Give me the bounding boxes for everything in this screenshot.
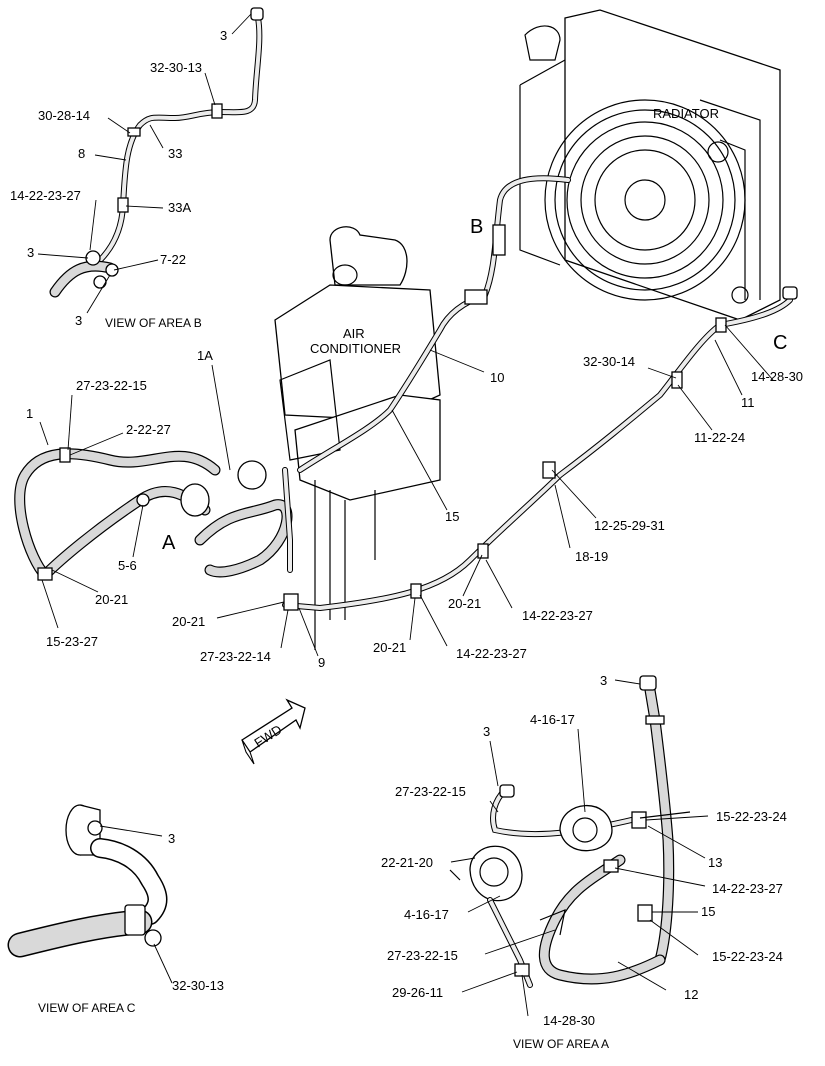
callout-5-6: 5-6 — [118, 558, 137, 573]
callout-15-22-23-24-top: 15-22-23-24 — [716, 809, 787, 824]
clamp-icon — [715, 317, 727, 333]
radiator-label: RADIATOR — [653, 106, 719, 121]
clamp-icon — [637, 904, 653, 922]
callout-15-23-27: 15-23-27 — [46, 634, 98, 649]
callout-3-b-bot: 3 — [75, 313, 82, 328]
view-area-c-illustration — [7, 804, 168, 958]
clamp-icon — [37, 567, 53, 581]
callout-20-21-left: 20-21 — [95, 592, 128, 607]
clamp-icon — [283, 593, 299, 611]
clamp-icon — [136, 493, 150, 507]
callout-15-22-23-24-bot: 15-22-23-24 — [712, 949, 783, 964]
callout-7-22: 7-22 — [160, 252, 186, 267]
clamp-icon — [645, 715, 665, 725]
area-letter-c: C — [773, 332, 787, 354]
callout-32-30-13-c: 32-30-13 — [172, 978, 224, 993]
fitting-icon — [782, 286, 798, 300]
clamp-icon — [631, 811, 647, 829]
callout-11-22-24: 11-22-24 — [694, 430, 745, 445]
callout-3-b-top: 3 — [220, 28, 227, 43]
clamp-icon — [542, 461, 556, 479]
callout-14-22-23-27-low: 14-22-23-27 — [456, 646, 527, 661]
clamp-icon — [117, 197, 129, 213]
clamp-icon — [410, 583, 422, 599]
fitting-icon — [93, 275, 107, 289]
air-conditioner-label-line2: CONDITIONER — [310, 341, 401, 356]
fitting-icon — [144, 929, 162, 947]
fitting-icon — [87, 820, 103, 836]
callout-14-22-23-27-b: 14-22-23-27 — [10, 188, 81, 203]
view-area-c-caption: VIEW OF AREA C — [38, 1001, 136, 1015]
fitting-icon — [639, 675, 657, 691]
forward-direction-arrow — [241, 698, 306, 765]
clamp-icon — [59, 447, 71, 463]
fitting-icon — [85, 250, 101, 266]
callout-20-21-bottom: 20-21 — [172, 614, 205, 629]
callout-20-21-mid: 20-21 — [448, 596, 481, 611]
callout-15-a: 15 — [701, 904, 715, 919]
view-area-a-caption: VIEW OF AREA A — [513, 1037, 609, 1051]
callout-3-a: 3 — [483, 724, 490, 739]
callout-3-a-top: 3 — [600, 673, 607, 688]
callout-27-23-22-15-main: 27-23-22-15 — [76, 378, 147, 393]
hose-fitting-icon — [464, 289, 488, 305]
view-area-a-illustration — [449, 675, 691, 988]
callout-33: 33 — [168, 146, 182, 161]
callout-27-23-22-15-a-bot: 27-23-22-15 — [387, 948, 458, 963]
callout-27-23-22-14: 27-23-22-14 — [200, 649, 271, 664]
callout-14-22-23-27-mid: 14-22-23-27 — [522, 608, 593, 623]
air-conditioner-label-line1: AIR — [343, 326, 365, 341]
callout-14-28-30-main: 14-28-30 — [751, 369, 803, 384]
hose-assemblies — [14, 175, 798, 612]
area-letter-b: B — [470, 216, 483, 238]
leader-lines — [37, 13, 774, 1017]
fitting-icon — [250, 7, 264, 21]
callout-1: 1 — [26, 406, 33, 421]
clamp-icon — [671, 371, 683, 389]
callout-14-22-23-27-a: 14-22-23-27 — [712, 881, 783, 896]
callout-2-22-27: 2-22-27 — [126, 422, 171, 437]
view-area-b-caption: VIEW OF AREA B — [105, 316, 202, 330]
callout-32-30-13-b: 32-30-13 — [150, 60, 202, 75]
clamp-icon — [124, 904, 146, 936]
view-area-b-illustration — [49, 7, 264, 298]
callout-20-21-low: 20-21 — [373, 640, 406, 655]
area-letter-a: A — [162, 532, 176, 554]
callout-12-25-29-31: 12-25-29-31 — [594, 518, 665, 533]
callout-9: 9 — [318, 655, 325, 670]
callout-3-c: 3 — [168, 831, 175, 846]
callout-8: 8 — [78, 146, 85, 161]
callout-1a: 1A — [197, 348, 213, 363]
clamp-icon — [603, 859, 619, 873]
callout-15-main: 15 — [445, 509, 459, 524]
air-conditioner-illustration — [274, 226, 441, 650]
callout-11: 11 — [741, 395, 755, 410]
fitting-icon — [499, 784, 515, 798]
callout-14-28-30-a: 14-28-30 — [543, 1013, 595, 1028]
callout-22-21-20: 22-21-20 — [381, 855, 433, 870]
callout-10: 10 — [490, 370, 504, 385]
clamp-icon — [211, 103, 223, 119]
callout-33a: 33A — [168, 200, 191, 215]
callout-12: 12 — [684, 987, 698, 1002]
callout-27-23-22-15-a-top: 27-23-22-15 — [395, 784, 466, 799]
callout-4-16-17-bot: 4-16-17 — [404, 907, 449, 922]
callout-18-19: 18-19 — [575, 549, 608, 564]
hose-fitting-icon — [492, 224, 506, 256]
callout-13: 13 — [708, 855, 722, 870]
callout-4-16-17-top: 4-16-17 — [530, 712, 575, 727]
callout-30-28-14: 30-28-14 — [38, 108, 90, 123]
radiator-illustration — [519, 9, 781, 321]
clamp-icon — [127, 127, 141, 137]
callout-32-30-14: 32-30-14 — [583, 354, 635, 369]
clamp-icon — [514, 963, 530, 977]
fitting-icon — [105, 263, 119, 277]
callout-3-b-mid: 3 — [27, 245, 34, 260]
callout-labels: 3 32-30-13 30-28-14 33 8 14-22-23-27 33A… — [10, 28, 803, 1051]
clamp-icon — [477, 543, 489, 559]
callout-29-26-11: 29-26-11 — [392, 985, 443, 1000]
